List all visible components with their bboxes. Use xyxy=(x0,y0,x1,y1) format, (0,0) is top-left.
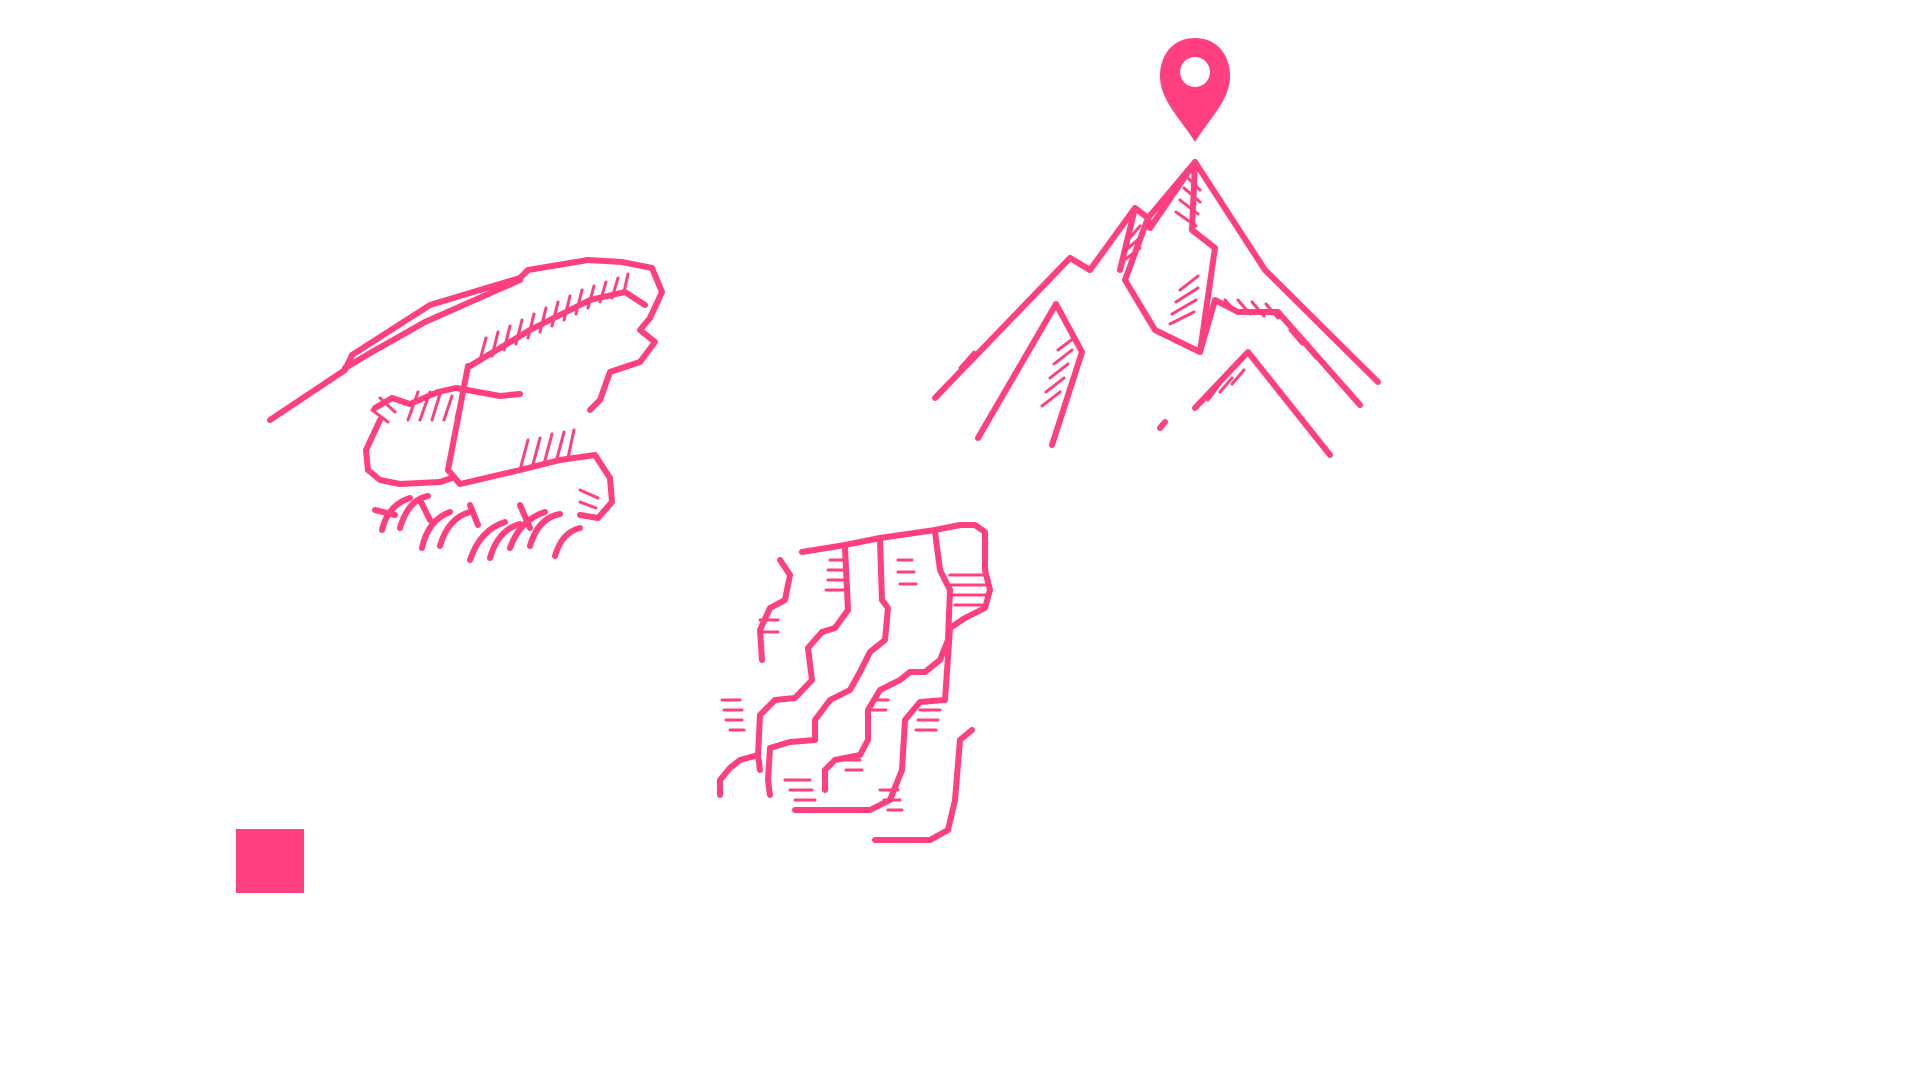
mountain-hatching xyxy=(943,176,1332,408)
map-pin-body xyxy=(1160,38,1230,142)
rock-top-outline xyxy=(267,257,665,423)
rock-base xyxy=(363,417,455,487)
cliff-ledge-a xyxy=(717,752,761,798)
rock-ledge xyxy=(372,385,523,411)
cliff-step-5 xyxy=(872,727,975,843)
cliff-top-outline xyxy=(799,522,993,631)
mountain-inner-ridge xyxy=(975,301,1085,448)
rock-shelf xyxy=(342,277,648,371)
cliff-step-2 xyxy=(812,537,891,743)
mountain-lower-ridge xyxy=(1192,349,1333,458)
cliff-step-3 xyxy=(822,529,953,793)
mountain-peak-icon xyxy=(932,159,1381,458)
rock-grass-tufts xyxy=(372,493,583,563)
cliff-hatching xyxy=(720,558,990,812)
mountain-outline-left xyxy=(932,159,1381,401)
rock-formation-icon xyxy=(267,257,665,563)
mountain-right-slope xyxy=(1197,297,1363,408)
map-pin-icon xyxy=(1160,38,1230,142)
rock-hatching xyxy=(370,272,630,510)
map-pin-hole xyxy=(1180,57,1210,87)
square-marker-icon xyxy=(236,829,304,893)
cliff-ledge-c xyxy=(757,557,793,663)
cliff-ledge-b xyxy=(765,737,818,798)
mountain-dash xyxy=(1157,419,1168,431)
cliff-terraces-icon xyxy=(717,522,993,843)
cliff-step-1 xyxy=(755,545,851,773)
cliff-step-4 xyxy=(792,625,953,813)
